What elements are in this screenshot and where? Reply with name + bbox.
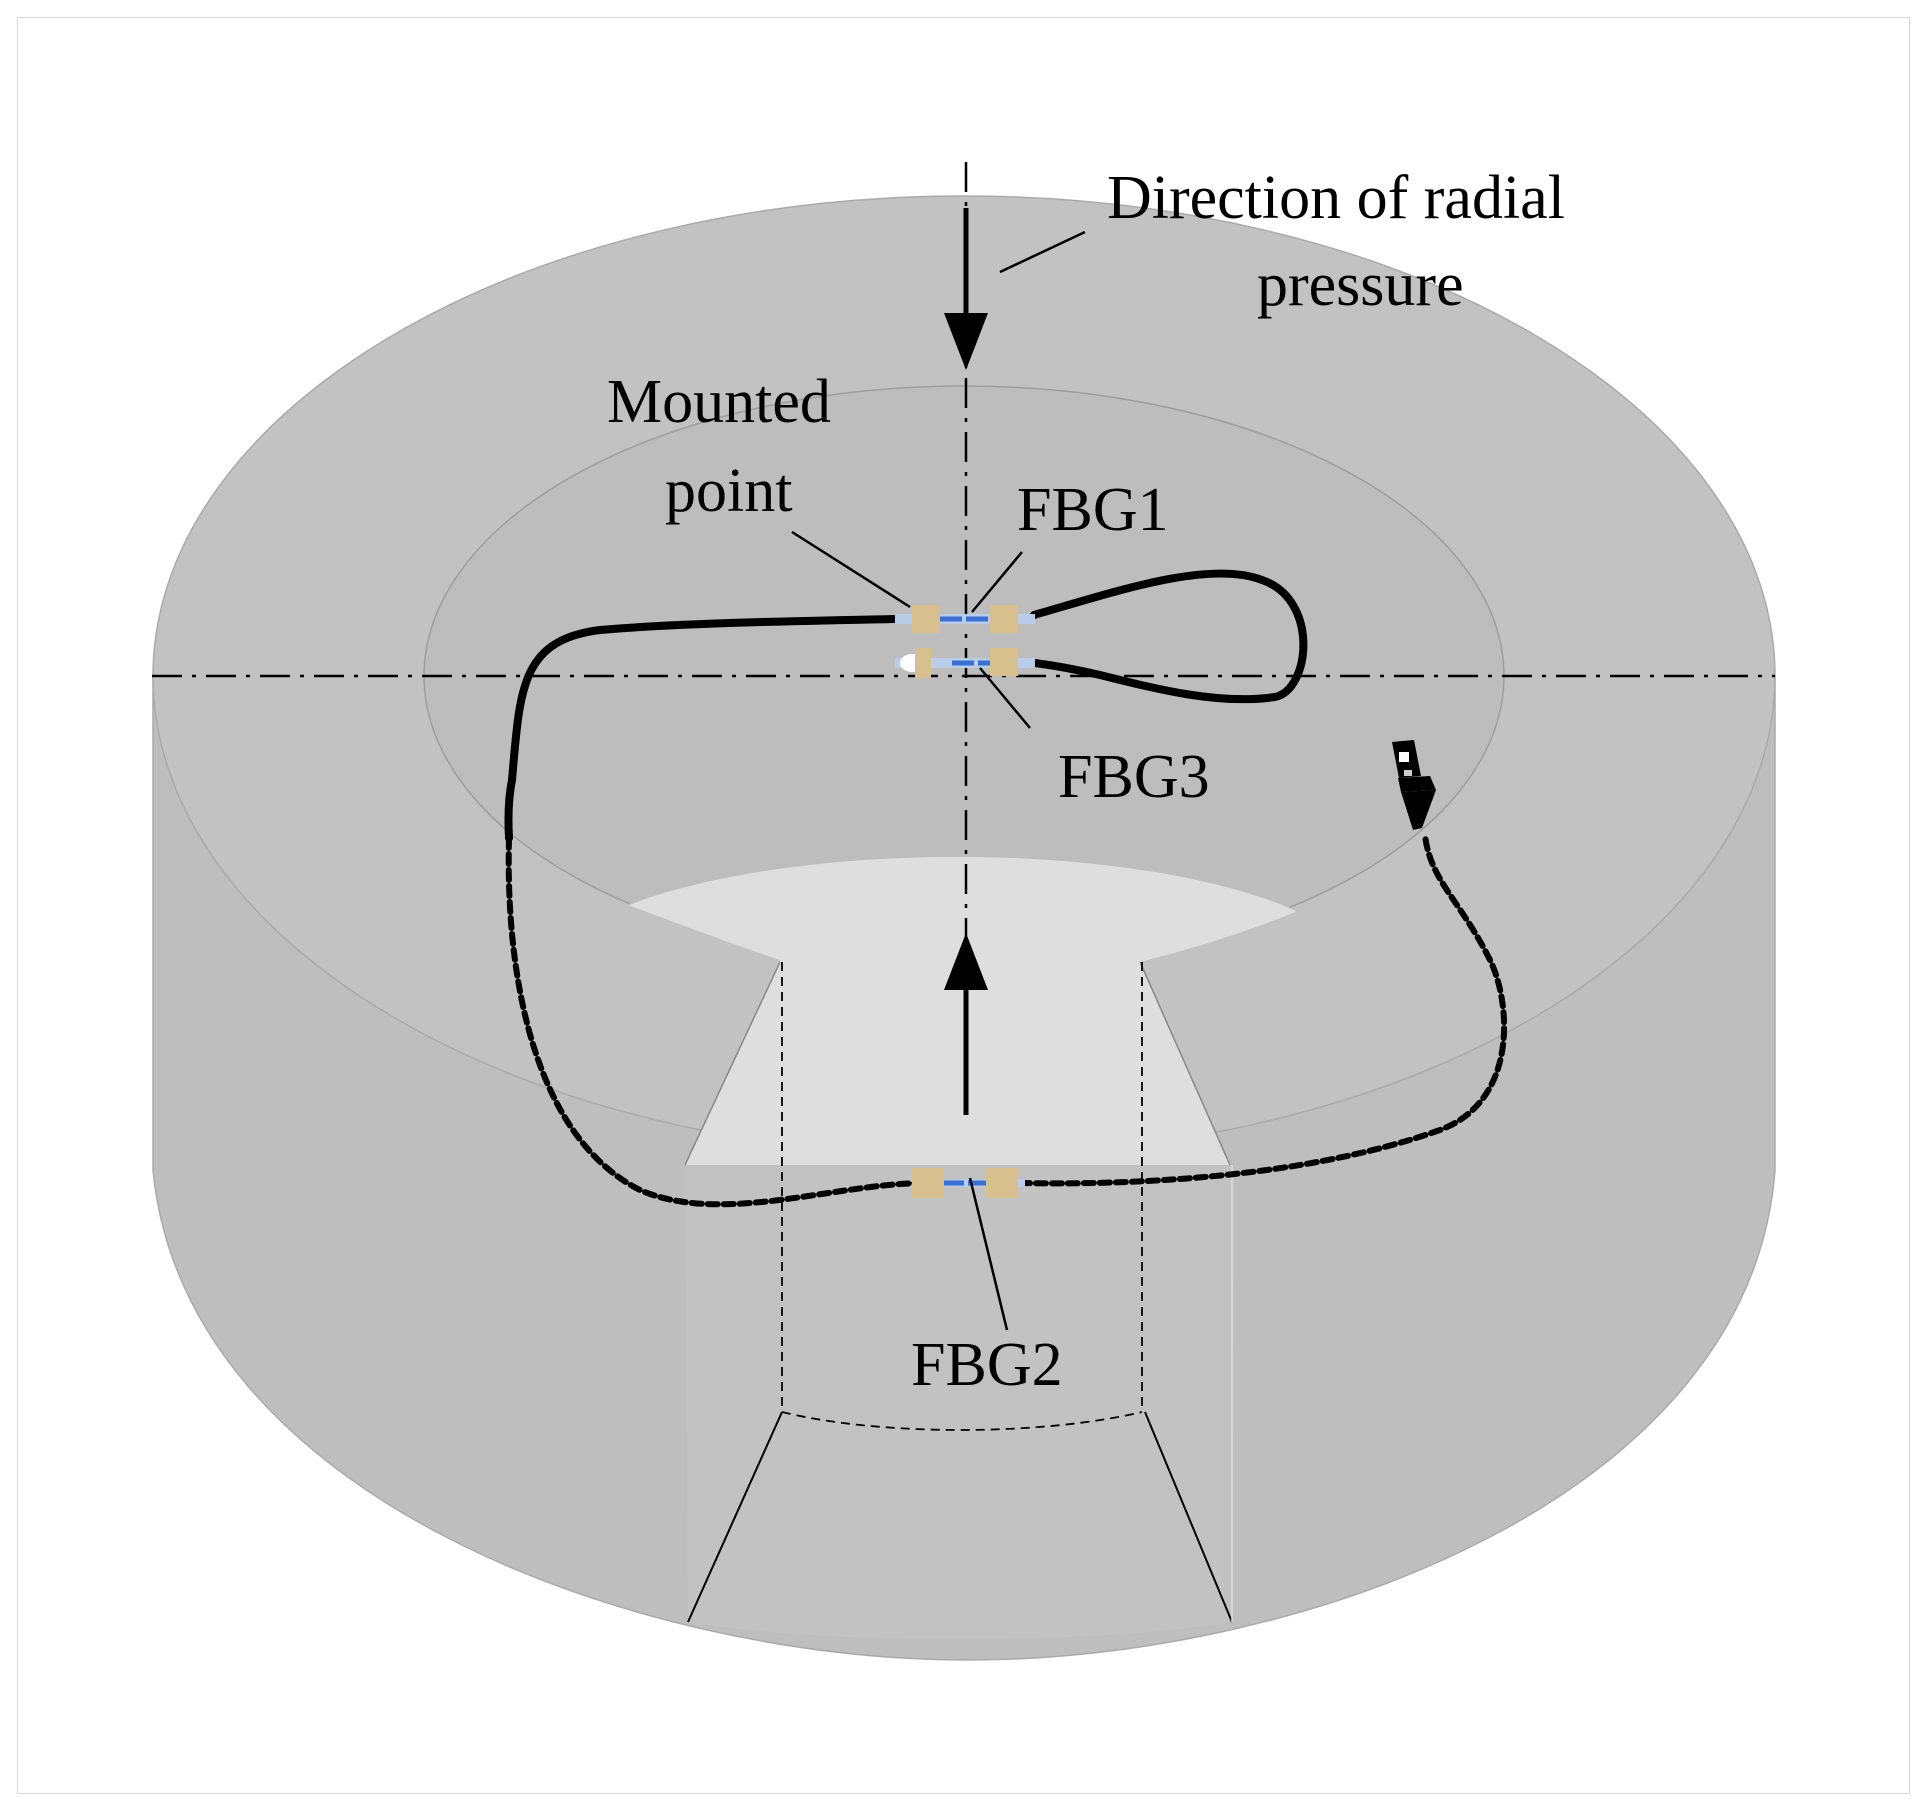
cavity-top-arc [627,852,1296,911]
fiber-dashed-left [505,835,923,1208]
fbg3-sensor [895,648,1035,678]
leader-fbg2 [968,1177,1009,1331]
fbg2-sensor [912,1168,1025,1198]
cut-edge-right-lower [1144,1411,1233,1623]
mounted-label-line1: Mounted [607,368,831,436]
optical-fiber [504,569,1508,1208]
fbg1-label: FBG1 [1017,476,1169,544]
leader-fbg3 [979,667,1031,729]
fbg3-label: FBG3 [1058,743,1210,811]
leader-fbg1 [971,551,1023,613]
fbg1-sensor [895,605,1035,633]
fiber-dashed-right [1017,832,1508,1187]
pressure-arrow-down [944,208,988,370]
cut-edge-left-upper [684,961,781,1166]
cut-edge-right-upper [1139,961,1231,1166]
leader-direction [999,230,1086,274]
cavity-opening [628,856,1295,1184]
hidden-edges [781,962,1143,1431]
cut-wedge [685,1165,1235,1640]
leader-lines [791,230,1086,1331]
pressure-arrow-up [944,933,988,1115]
direction-label-line2: pressure [1257,251,1464,319]
fiber-loop [1030,569,1308,704]
fiber-connector-icon [1392,740,1436,830]
mounted-label-line2: point [665,457,792,525]
cut-edge-left-lower [687,1411,783,1623]
fiber-solid-left [504,615,899,842]
leader-mounted-point [791,530,911,609]
direction-label-line1: Direction of radial [1107,164,1565,232]
fbg2-label: FBG2 [911,1331,1063,1399]
